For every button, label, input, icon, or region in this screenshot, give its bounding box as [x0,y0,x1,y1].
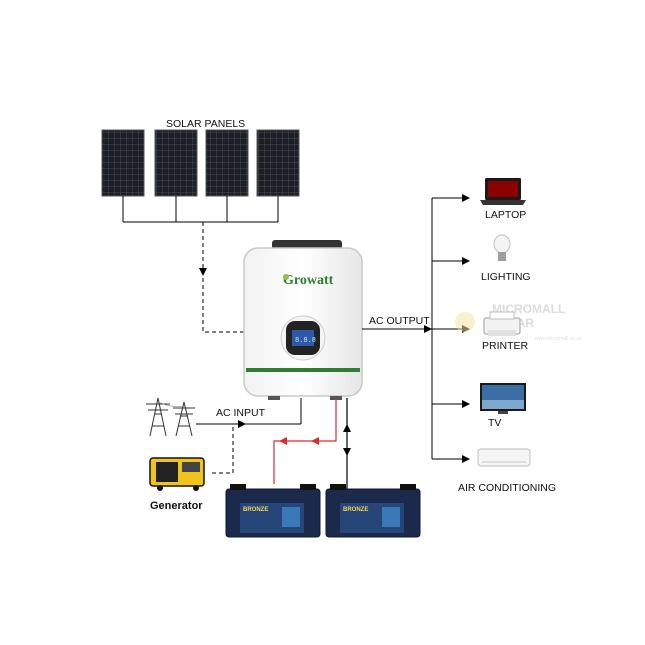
arrow-laptop-icon [462,194,470,202]
laptop-icon [480,178,526,205]
tv-icon [480,383,526,414]
printer-icon [483,311,521,336]
solar-panel-2-icon [154,129,198,197]
battery-negative-arrow-up-icon [343,424,351,432]
solar-panel-3-icon [205,129,249,197]
laptop-label: LAPTOP [485,209,526,221]
ac-input-arrow-icon [238,420,246,428]
solar-panel-1-icon [101,129,145,197]
arrow-lighting-icon [462,257,470,265]
ac-input-label: AC INPUT [216,407,266,419]
arrow-tv-icon [462,400,470,408]
lighting-label: LIGHTING [481,271,531,283]
battery-1-label: BRONZE [243,507,268,513]
inverter-brand-logo: Growatt [283,273,334,288]
svg-text:8.8.8: 8.8.8 [295,337,316,345]
generator-label: Generator [150,500,203,512]
battery-positive-wire [273,398,337,484]
solar-to-inverter-wire [202,222,244,333]
battery-positive-arrow-1-icon [279,437,287,445]
ac-output-wire [362,197,468,460]
ac-output-label: AC OUTPUT [369,315,430,327]
solar-panel-4-icon [256,129,300,197]
solar-arrow-icon [199,268,207,276]
power-line [157,401,185,407]
solar-bus-wire [122,196,279,223]
lightbulb-icon [493,234,511,261]
printer-label: PRINTER [482,340,529,352]
air-conditioning-label: AIR CONDITIONING [458,482,556,494]
brand-leaf-icon [283,274,289,280]
generator-icon [149,457,205,491]
solar-panels-label: SOLAR PANELS [166,118,245,130]
arrow-ac-icon [462,455,470,463]
battery-negative-arrow-down-icon [343,448,351,456]
battery-1-icon [225,484,321,538]
battery-2-label: BRONZE [343,507,368,513]
ac-input-wire [196,398,302,425]
svg-text:www.micromall.co.za: www.micromall.co.za [535,336,582,342]
inverter: 8.8.8 [243,240,363,400]
arrow-to-output-icon [424,325,432,333]
power-pylon-1-icon [146,397,170,437]
air-conditioner-icon [477,448,531,467]
generator-wire [212,424,234,474]
battery-2-icon [325,484,421,538]
battery-positive-arrow-2-icon [311,437,319,445]
tv-label: TV [488,417,501,429]
power-pylon-2-icon [173,401,195,437]
